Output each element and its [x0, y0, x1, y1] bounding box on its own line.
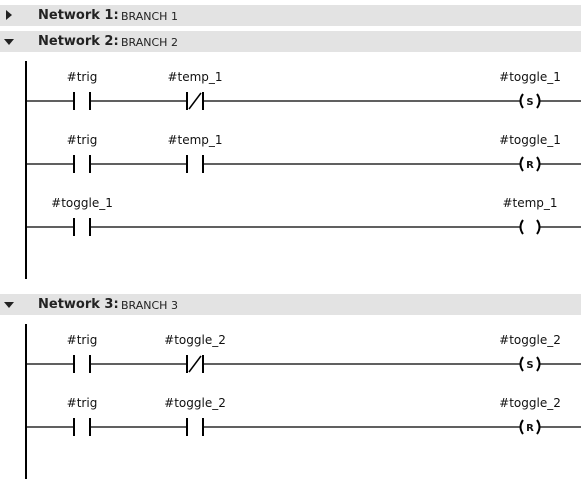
coil-type-label: R: [526, 423, 534, 434]
nc-contact[interactable]: [186, 92, 204, 110]
contact-tag-label[interactable]: #temp_1: [167, 70, 222, 84]
collapse-arrow-icon[interactable]: [4, 302, 14, 308]
coil[interactable]: S: [519, 356, 541, 372]
coil-tag-label[interactable]: #temp_1: [502, 196, 557, 210]
rung[interactable]: #trig #temp_1S #toggle_1: [26, 70, 581, 110]
no-contact[interactable]: [73, 418, 91, 436]
coil-type-label: S: [526, 360, 533, 371]
nc-contact[interactable]: [186, 355, 204, 373]
coil-tag-label[interactable]: #toggle_2: [499, 333, 561, 347]
coil[interactable]: S: [519, 93, 541, 109]
coil-tag-label[interactable]: #toggle_2: [499, 396, 561, 410]
collapse-arrow-icon[interactable]: [4, 39, 14, 45]
contact-tag-label[interactable]: #trig: [67, 70, 98, 84]
rung[interactable]: #trig #toggle_2R #toggle_2: [26, 396, 581, 436]
no-contact[interactable]: [73, 155, 91, 173]
network-3-header[interactable]: Network 3: BRANCH 3: [0, 294, 581, 315]
coil-tag-label[interactable]: #toggle_1: [499, 70, 561, 84]
coil[interactable]: R: [519, 419, 541, 435]
contact-tag-label[interactable]: #temp_1: [167, 133, 222, 147]
no-contact[interactable]: [186, 418, 204, 436]
coil-tag-label[interactable]: #toggle_1: [499, 133, 561, 147]
network-comment[interactable]: BRANCH 3: [121, 299, 178, 312]
no-contact[interactable]: [73, 218, 91, 236]
no-contact[interactable]: [73, 355, 91, 373]
expand-arrow-icon[interactable]: [6, 10, 12, 20]
coil-type-label: R: [526, 160, 534, 171]
network-title: Network 1:: [38, 8, 119, 23]
coil[interactable]: [519, 219, 541, 235]
contact-tag-label[interactable]: #toggle_2: [164, 396, 226, 410]
contact-tag-label[interactable]: #trig: [67, 133, 98, 147]
no-contact[interactable]: [186, 155, 204, 173]
contact-tag-label[interactable]: #trig: [67, 333, 98, 347]
network-title: Network 2:: [38, 34, 119, 49]
rung[interactable]: #trig #temp_1R #toggle_1: [26, 133, 581, 173]
network-title: Network 3:: [38, 297, 119, 312]
network-2-header[interactable]: Network 2: BRANCH 2: [0, 31, 581, 52]
contact-tag-label[interactable]: #trig: [67, 396, 98, 410]
network-2-ladder: #trig#temp_1S#toggle_1#trig#temp_1R#togg…: [25, 61, 581, 279]
network-comment[interactable]: BRANCH 1: [121, 10, 178, 23]
rung[interactable]: #trig #toggle_2S #toggle_2: [26, 333, 581, 373]
coil[interactable]: R: [519, 156, 541, 172]
network-comment[interactable]: BRANCH 2: [121, 36, 178, 49]
coil-type-label: S: [526, 97, 533, 108]
contact-tag-label[interactable]: #toggle_1: [51, 196, 113, 210]
no-contact[interactable]: [73, 92, 91, 110]
contact-tag-label[interactable]: #toggle_2: [164, 333, 226, 347]
network-1-header[interactable]: Network 1: BRANCH 1: [0, 5, 581, 26]
rung[interactable]: #toggle_1 #temp_1: [26, 196, 581, 236]
network-3-ladder: #trig#toggle_2S#toggle_2#trig#toggle_2R#…: [25, 324, 581, 479]
